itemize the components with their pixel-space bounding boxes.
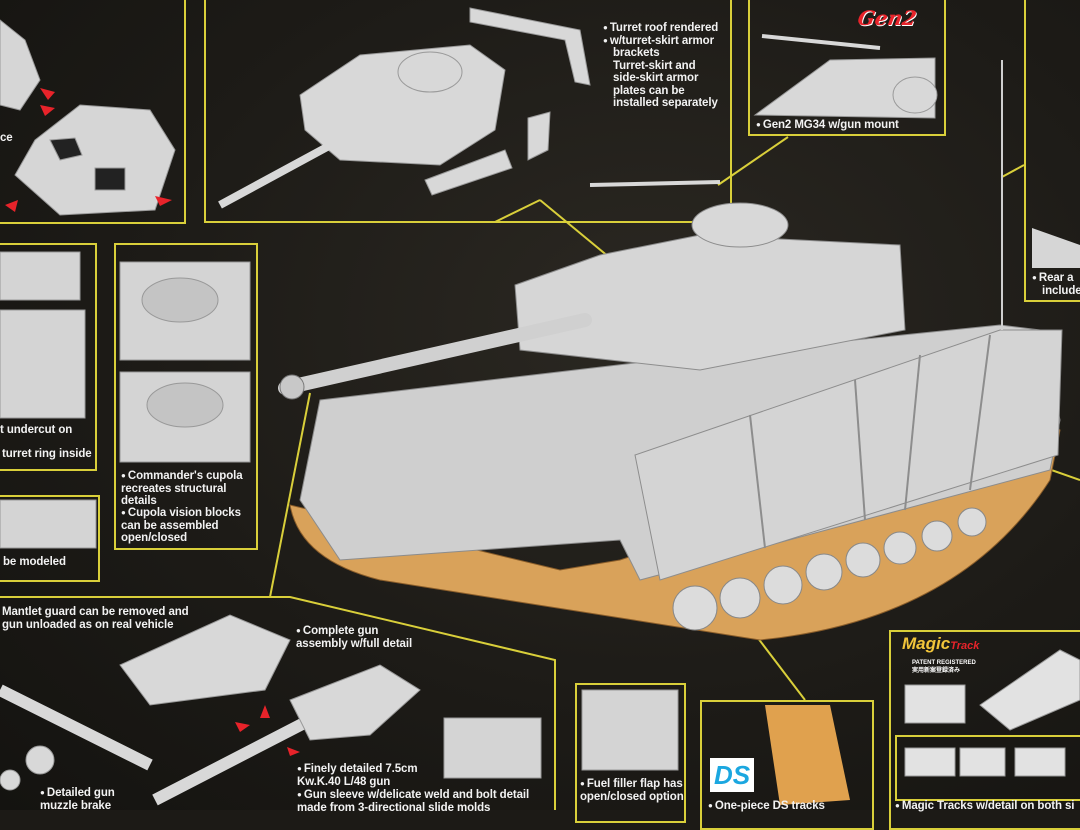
gun-parts xyxy=(0,614,421,806)
patent-label: PATENT REGISTERED xyxy=(912,660,976,666)
fuel-caption: Fuel filler flap has open/closed option xyxy=(580,778,685,803)
caption-line: side-skirt armor xyxy=(613,72,699,84)
bullet-1: Turret roof rendered xyxy=(603,22,728,35)
illustration-layer xyxy=(0,7,1080,810)
turret xyxy=(514,234,906,371)
mg34-illustration xyxy=(753,34,938,119)
mg34 xyxy=(589,180,721,187)
gun-caption-1: Finely detailed 7.5cm Kw.K.40 L/48 gun xyxy=(297,763,447,788)
side-skirts xyxy=(634,329,1063,581)
magic-track-links xyxy=(904,649,1080,777)
caption-line: brackets xyxy=(613,47,660,59)
turret-roof-illustration xyxy=(218,7,591,209)
rear-caption-2: include xyxy=(1042,285,1080,297)
red-arrows xyxy=(5,88,300,756)
panel-turret-ring xyxy=(0,243,97,471)
panel-cupola xyxy=(114,243,258,550)
ds-caption: One-piece DS tracks xyxy=(708,800,825,813)
gun-assembly-caption: Complete gun assembly w/full detail xyxy=(296,625,421,650)
panel-turret-parts xyxy=(0,0,186,224)
modeled-caption: be modeled xyxy=(3,556,66,568)
cupola xyxy=(691,202,789,248)
panel-rear xyxy=(1024,0,1080,302)
caption-line: installed separately xyxy=(613,97,718,109)
bullet-2: w/turret-skirt armor xyxy=(603,35,728,48)
muzzle-caption: Detailed gun muzzle brake xyxy=(40,787,130,812)
magic-logo-main: Magic xyxy=(902,634,951,653)
turret-ring-caption-1: t undercut on xyxy=(0,424,73,436)
gen2-logo: Gen2 xyxy=(855,6,919,30)
detail-inset-images xyxy=(0,251,679,779)
caption-line: Turret-skirt and xyxy=(613,59,696,72)
partial-label-top-left: ce xyxy=(0,132,13,144)
panel-gen2-mg34 xyxy=(748,0,946,136)
track xyxy=(289,419,1061,641)
gun-barrel xyxy=(278,313,592,395)
magic-track-logo: MagicTrack xyxy=(902,634,979,654)
mantlet-caption: Mantlet guard can be removed and gun unl… xyxy=(2,606,189,631)
turret-shell-parts xyxy=(0,19,176,216)
panel-turret-roof xyxy=(204,0,732,223)
magic-logo-sub: Track xyxy=(950,640,980,652)
tank-illustration xyxy=(278,60,1063,641)
cupola-caption-2: Cupola vision blocks can be assembled op… xyxy=(121,507,251,545)
turret-ring-caption-2: turret ring inside xyxy=(2,448,92,460)
caption-line: plates can be xyxy=(613,84,685,97)
rear-caption-1: Rear a xyxy=(1032,272,1074,285)
road-wheels xyxy=(672,507,987,631)
cupola-caption-1: Commander's cupola recreates structural … xyxy=(121,470,251,508)
ds-logo: DS xyxy=(710,758,754,792)
leader-lines xyxy=(0,136,1080,810)
turret-roof-caption: Turret roof rendered w/turret-skirt armo… xyxy=(603,22,728,110)
magic-caption: Magic Tracks w/detail on both si xyxy=(895,800,1075,813)
patent-label-jp: 実用新案登録済み xyxy=(912,668,961,674)
gun-caption-2: Gun sleeve w/delicate weld and bolt deta… xyxy=(297,789,557,814)
panel-modeled xyxy=(0,495,100,582)
gen2-caption: Gen2 MG34 w/gun mount xyxy=(756,119,899,132)
rear-part xyxy=(1032,228,1080,268)
ds-track-image xyxy=(765,705,850,805)
